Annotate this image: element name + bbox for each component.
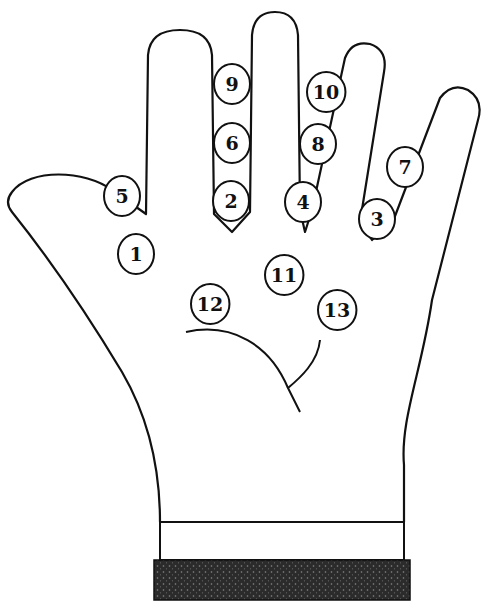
callout-number: 2 — [224, 192, 237, 211]
circle-shape — [214, 123, 250, 163]
callout-number: 4 — [296, 193, 309, 212]
callout-circle: 3 — [358, 198, 396, 240]
circle-shape — [359, 199, 395, 239]
callout-number: 12 — [197, 295, 223, 314]
circle-shape — [307, 72, 345, 112]
hand-outline — [8, 12, 480, 522]
circle-shape — [214, 64, 250, 104]
circle-shape — [387, 147, 423, 187]
callout-circle: 11 — [264, 254, 304, 296]
callout-circle: 9 — [213, 63, 251, 105]
callout-circle: 5 — [103, 175, 141, 217]
callout-number: 7 — [398, 158, 411, 177]
callout-circle: 2 — [212, 180, 250, 222]
circle-shape — [118, 234, 154, 274]
callout-number: 1 — [129, 245, 142, 264]
callout-circle: 6 — [213, 122, 251, 164]
callout-circle: 8 — [299, 123, 337, 165]
callout-number: 9 — [225, 75, 238, 94]
callout-circle: 7 — [386, 146, 424, 188]
circle-shape — [104, 176, 140, 216]
callout-circle: 4 — [284, 181, 322, 223]
callout-number: 5 — [115, 187, 128, 206]
callout-circle: 13 — [317, 289, 357, 331]
circle-shape — [318, 290, 356, 330]
palm-line — [288, 340, 320, 412]
circle-shape — [265, 255, 303, 295]
circle-shape — [191, 284, 229, 324]
circle-shape — [285, 182, 321, 222]
palm-line — [186, 330, 288, 388]
shirt-cuff — [160, 522, 404, 560]
sleeve-band — [154, 560, 410, 600]
callout-number: 3 — [370, 210, 383, 229]
callout-circle: 1 — [117, 233, 155, 275]
circle-shape — [213, 181, 249, 221]
callout-number: 13 — [324, 301, 350, 320]
callout-circle: 10 — [306, 71, 346, 113]
callout-circle: 12 — [190, 283, 230, 325]
circle-shape — [300, 124, 336, 164]
callout-number: 6 — [225, 134, 238, 153]
callout-number: 10 — [313, 83, 339, 102]
callout-number: 8 — [311, 135, 324, 154]
callout-number: 11 — [271, 266, 297, 285]
